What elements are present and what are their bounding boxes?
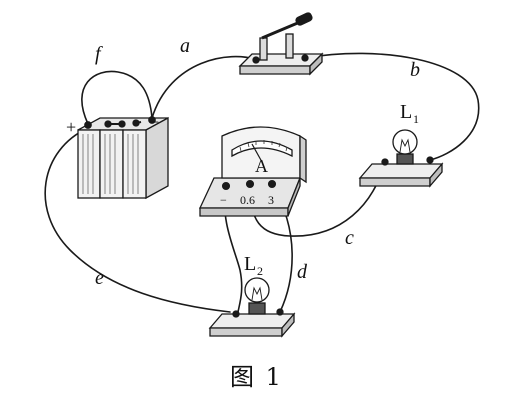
wire-f [81,70,153,125]
battery-positive-terminal [84,121,92,129]
lamp-l1 [358,129,444,188]
wire-label-b: b [410,59,420,81]
ammeter-3-label: 3 [268,193,274,207]
battery-pack [77,116,169,200]
ammeter-minus-label: − [220,193,227,207]
wire-a [151,55,258,119]
battery-plus-label: + [66,117,76,137]
ammeter-minus-terminal [221,181,231,191]
battery-minus-label: − [149,112,159,132]
lamp-l1-label: L [400,101,412,123]
wire-e [44,127,231,313]
ammeter-06-label: 0.6 [240,193,255,207]
battery-negative-terminal [148,116,156,124]
ammeter-letter: A [255,156,268,176]
figure-caption: 图 1 [230,363,283,391]
wire-label-a: a [180,35,190,57]
lamp-l2 [208,277,296,338]
knife-switch [238,12,324,76]
ammeter-06-terminal [245,179,255,189]
lamp-l2-label: L [244,253,256,275]
ammeter-3-terminal [267,179,277,189]
wire-b [304,52,480,161]
wire-label-e: e [95,267,104,289]
wire-label-d: d [297,261,308,283]
lamp-l1-subscript: 1 [413,112,419,126]
wire-label-c: c [345,227,354,249]
wire-label-f: f [95,43,103,65]
ammeter [198,126,307,217]
lamp-l2-subscript: 2 [257,264,263,278]
